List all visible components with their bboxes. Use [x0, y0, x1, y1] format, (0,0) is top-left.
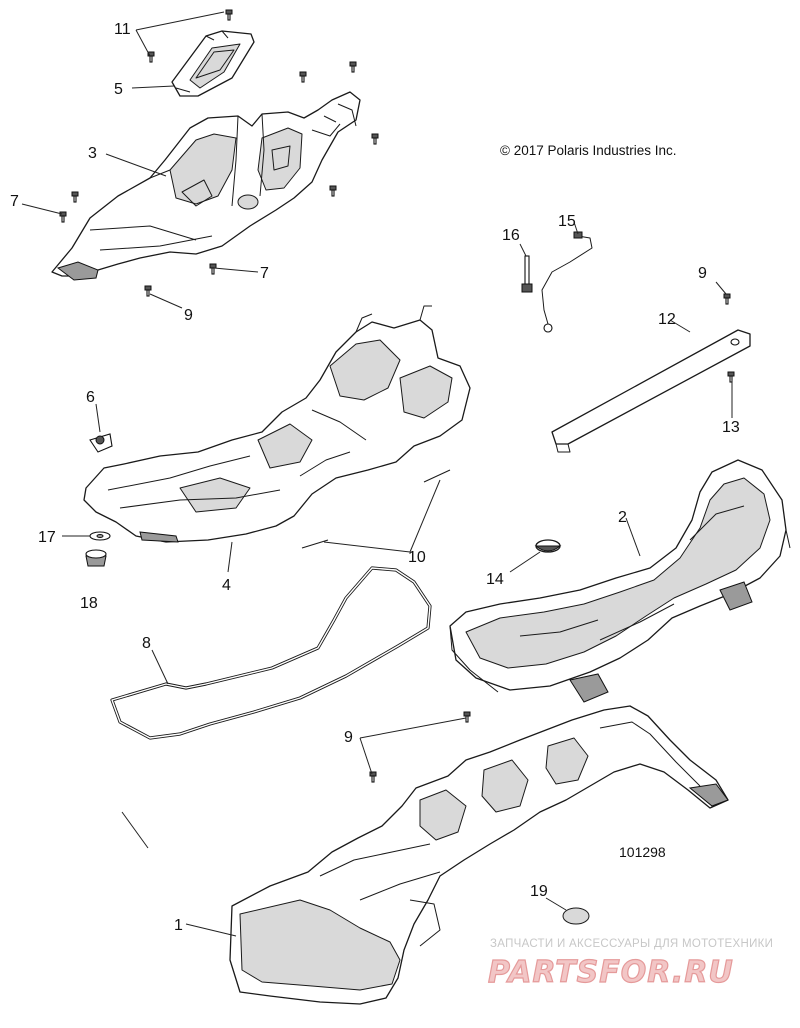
callout-7: 7	[10, 193, 19, 210]
screw-11b	[147, 51, 155, 63]
callout-13: 13	[722, 419, 740, 436]
part-17-washer	[89, 531, 111, 541]
callout-9: 9	[698, 265, 707, 282]
screw-11	[225, 9, 233, 21]
part-15-cable	[541, 231, 593, 333]
part-2-tray	[449, 459, 791, 703]
callout-7: 7	[260, 265, 269, 282]
part-14-plug	[534, 539, 562, 553]
screws	[59, 9, 735, 783]
screw-13	[727, 371, 735, 383]
callout-10: 10	[408, 549, 426, 566]
callout-18: 18	[80, 595, 98, 612]
screw-9c1	[463, 711, 471, 723]
callout-15: 15	[558, 213, 576, 230]
callout-14: 14	[486, 571, 504, 588]
figure-number: 101298	[619, 844, 666, 860]
callout-4: 4	[222, 577, 231, 594]
callout-6: 6	[86, 389, 95, 406]
watermark-tagline: ЗАПЧАСТИ И АКСЕССУАРЫ ДЛЯ МОТОТЕХНИКИ	[490, 938, 773, 950]
watermark-logo: PARTSFOR.RU	[488, 955, 734, 990]
callout-5: 5	[114, 81, 123, 98]
part-1-lower-body	[229, 705, 729, 1005]
callout-2: 2	[618, 509, 627, 526]
part-18-grommet	[85, 549, 107, 567]
screw-9b	[723, 293, 731, 305]
callout-19: 19	[530, 883, 548, 900]
screw-d	[71, 191, 79, 203]
callout-8: 8	[142, 635, 151, 652]
screw-7b	[209, 263, 217, 275]
screw-c	[371, 133, 379, 145]
part-3-upper-cover	[51, 91, 361, 281]
watermark: ЗАПЧАСТИ И АКСЕССУАРЫ ДЛЯ МОТОТЕХНИКИ PA…	[487, 938, 773, 991]
part-19-plug	[562, 907, 590, 925]
screw-9c2	[369, 771, 377, 783]
part-10-rods	[301, 469, 451, 549]
part-12-bar	[551, 329, 751, 453]
copyright-notice: © 2017 Polaris Industries Inc.	[500, 143, 677, 158]
screw-e	[329, 185, 337, 197]
callout-16: 16	[502, 227, 520, 244]
callout-1: 1	[174, 917, 183, 934]
screw-b	[349, 61, 357, 73]
part-8-seal	[110, 566, 432, 740]
callout-17: 17	[38, 529, 56, 546]
screw-9a	[144, 285, 152, 297]
leader-lines	[21, 11, 733, 937]
part-6-fastener	[89, 433, 113, 453]
callout-11: 11	[114, 21, 131, 38]
screw-a	[299, 71, 307, 83]
callout-9: 9	[184, 307, 193, 324]
part-5-grille	[171, 30, 255, 97]
callout-3: 3	[88, 145, 97, 162]
callout-12: 12	[658, 311, 676, 328]
part-16-pin	[521, 255, 533, 293]
callout-9: 9	[344, 729, 353, 746]
part-4-floor-panel	[83, 305, 471, 543]
callout-labels: 11 5 3 7 7 9 6 17 18 4 10 8 16 15 9 12 1…	[10, 21, 740, 934]
